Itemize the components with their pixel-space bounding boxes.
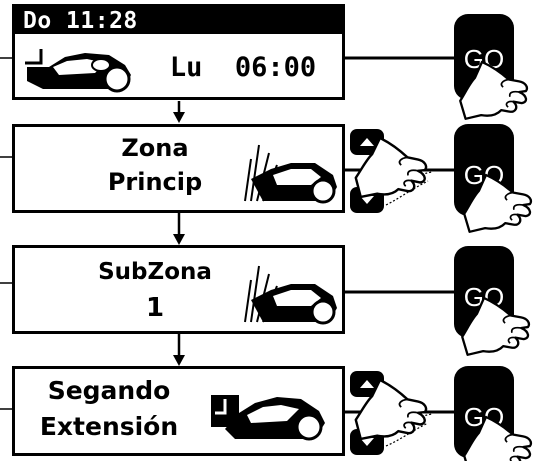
screen-4-line2: Extensión	[39, 412, 179, 441]
lcd-screen-1: Do 11:28 Lu 06:00	[12, 4, 345, 100]
screen-2-line1: Zona	[121, 134, 189, 162]
hand-pointer-icon	[350, 133, 433, 211]
status-time: Do 11:28	[23, 8, 138, 34]
hand-pointer-icon	[456, 58, 533, 130]
status-bar: Do 11:28	[15, 7, 342, 34]
hand-pointer-icon	[350, 375, 433, 453]
mower-grass-icon	[244, 265, 337, 325]
hand-pointer-icon	[458, 294, 535, 366]
mower-grass-icon	[244, 144, 337, 204]
lcd-screen-3: SubZona 1	[12, 245, 345, 334]
flow-arrow-down-icon	[173, 334, 185, 366]
hand-pointer-icon	[460, 413, 537, 461]
screen-4-line1: Segando	[47, 376, 171, 405]
mower-dock-icon	[25, 49, 131, 93]
screen-1-line1: Lu 06:00	[169, 52, 317, 83]
screen-2-line2: Princip	[107, 168, 203, 196]
lcd-screen-2: Zona Princip	[12, 124, 345, 213]
flow-arrow-down-icon	[173, 213, 185, 245]
mower-dock-icon	[211, 395, 325, 441]
screen-3-line1: SubZona	[98, 259, 212, 285]
flow-arrow-down-icon	[173, 101, 185, 123]
lcd-screen-4: Segando Extensión	[12, 366, 345, 456]
hand-pointer-icon	[460, 171, 537, 243]
screen-3-line2: 1	[145, 293, 165, 323]
